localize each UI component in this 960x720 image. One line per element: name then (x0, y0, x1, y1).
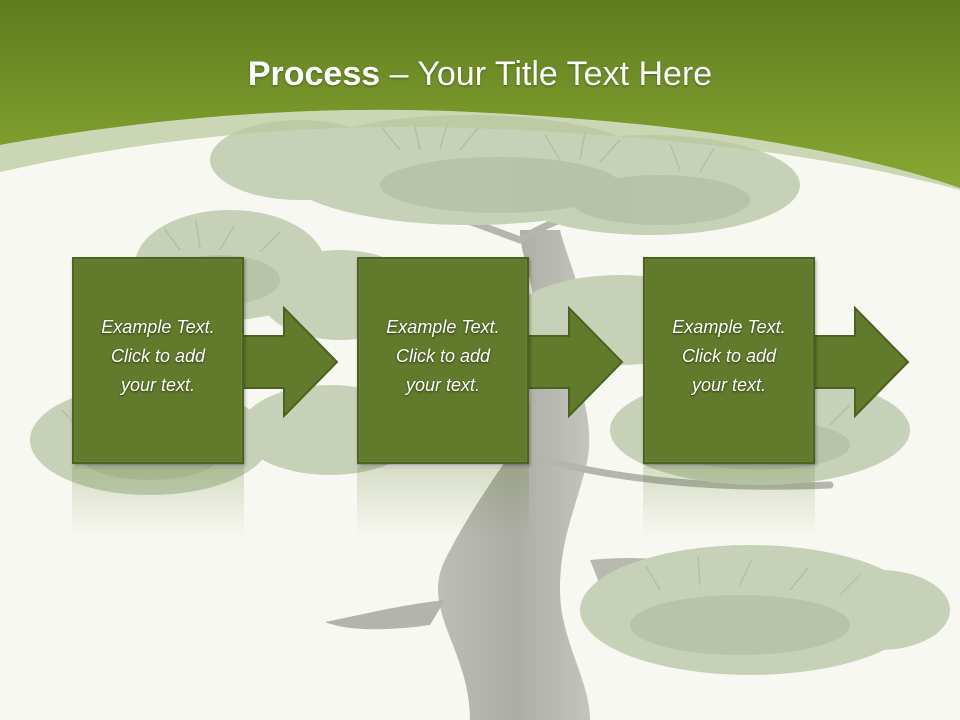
step-1-text: Example Text. Click to add your text. (101, 317, 215, 395)
step-3-reflection (643, 467, 815, 537)
title-bold-text: Process (247, 55, 381, 93)
step-3-text: Example Text. Click to add your text. (672, 317, 786, 395)
step-2-arrow[interactable] (525, 306, 625, 418)
header-band (0, 0, 960, 190)
step-2-text: Example Text. Click to add your text. (386, 317, 500, 395)
step-2-reflection (357, 467, 529, 537)
step-3-box[interactable]: Example Text. Click to add your text. (643, 257, 815, 464)
step-1-arrow[interactable] (240, 306, 340, 418)
step-3-arrow[interactable] (811, 306, 911, 418)
slide-title[interactable]: Process – Your Title Text Here (0, 52, 960, 96)
title-rest-text: – Your Title Text Here (380, 55, 713, 93)
step-2-box[interactable]: Example Text. Click to add your text. (357, 257, 529, 464)
step-1-reflection (72, 467, 244, 537)
step-1-box[interactable]: Example Text. Click to add your text. (72, 257, 244, 464)
